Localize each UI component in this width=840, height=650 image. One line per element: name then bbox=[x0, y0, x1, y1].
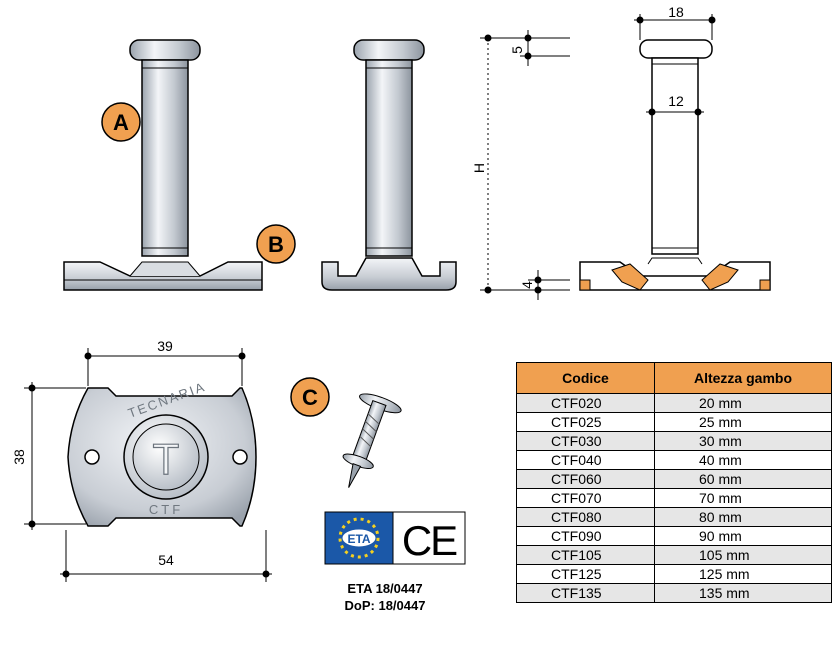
ce-mark-text: CE bbox=[402, 517, 457, 564]
plate-width-dimension: 39 bbox=[84, 338, 246, 386]
plate-length-dimension: 54 bbox=[60, 530, 272, 582]
plate-top-view: T TECNARIA CTF bbox=[67, 379, 257, 527]
plate-model: CTF bbox=[149, 502, 183, 517]
label-c: C bbox=[302, 385, 318, 410]
certification-block: ETA 18/0447 DoP: 18/0447 bbox=[310, 580, 460, 614]
cell-height: 60 mm bbox=[654, 469, 832, 489]
cell-code: CTF030 bbox=[516, 431, 655, 451]
cell-code: CTF090 bbox=[516, 526, 655, 546]
eta-badge-text: ETA bbox=[347, 532, 370, 546]
ce-mark: CE bbox=[392, 511, 466, 565]
cell-code: CTF040 bbox=[516, 450, 655, 470]
eta-badge: ETA bbox=[324, 511, 394, 565]
label-c-badge: C bbox=[290, 377, 330, 417]
label-b-badge: B bbox=[256, 224, 296, 264]
dim-height: H bbox=[471, 163, 487, 173]
plate-letter: T bbox=[153, 435, 180, 484]
eta-number: ETA 18/0447 bbox=[347, 581, 423, 596]
dim-shank-diameter: 12 bbox=[668, 93, 684, 109]
height-dimension: H 5 4 bbox=[471, 30, 570, 300]
cell-code: CTF080 bbox=[516, 507, 655, 527]
nail-icon bbox=[342, 393, 402, 488]
dim-plate-width: 39 bbox=[157, 338, 173, 354]
dim-top-height: 5 bbox=[509, 46, 525, 54]
label-a: A bbox=[113, 110, 129, 135]
cell-height: 80 mm bbox=[654, 507, 832, 527]
dim-plate-length: 54 bbox=[158, 552, 174, 568]
table-header-row: Codice Altezza gambo bbox=[516, 362, 832, 394]
plate-height-dimension: 38 bbox=[11, 382, 86, 530]
cell-code: CTF025 bbox=[516, 412, 655, 432]
cell-height: 105 mm bbox=[654, 545, 832, 565]
dim-plate-height: 38 bbox=[11, 449, 27, 465]
connector-section-view bbox=[321, 39, 457, 291]
cell-code: CTF125 bbox=[516, 564, 655, 584]
cell-height: 30 mm bbox=[654, 431, 832, 451]
cell-code: CTF135 bbox=[516, 583, 655, 603]
dim-base-thickness: 4 bbox=[519, 281, 535, 289]
dim-top-width: 18 bbox=[668, 4, 684, 20]
cell-height: 20 mm bbox=[654, 393, 832, 413]
label-a-badge: A bbox=[101, 102, 141, 142]
cell-code: CTF060 bbox=[516, 469, 655, 489]
header-height: Altezza gambo bbox=[654, 362, 832, 394]
cell-height: 70 mm bbox=[654, 488, 832, 508]
cell-height: 135 mm bbox=[654, 583, 832, 603]
dop-number: DoP: 18/0447 bbox=[344, 598, 426, 613]
cell-height: 90 mm bbox=[654, 526, 832, 546]
cell-height: 125 mm bbox=[654, 564, 832, 584]
cell-code: CTF070 bbox=[516, 488, 655, 508]
cell-height: 40 mm bbox=[654, 450, 832, 470]
connector-side-view bbox=[63, 39, 263, 291]
connector-outline-view: 18 12 bbox=[579, 4, 771, 291]
label-b: B bbox=[268, 232, 284, 257]
cell-code: CTF020 bbox=[516, 393, 655, 413]
cell-height: 25 mm bbox=[654, 412, 832, 432]
header-code: Codice bbox=[516, 362, 655, 394]
cell-code: CTF105 bbox=[516, 545, 655, 565]
